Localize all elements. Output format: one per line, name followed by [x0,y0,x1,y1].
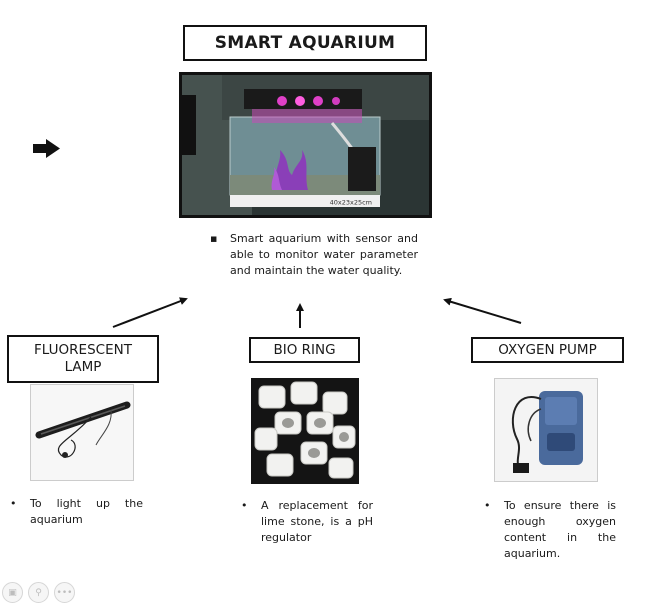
bio-ring-photo [251,378,359,484]
bullet-marker: ▪ [210,232,218,245]
more-icon[interactable]: ••• [54,582,75,603]
bullet-marker: • [10,497,17,510]
aquarium-illustration: 40x23x25cm [182,75,429,215]
aquarium-size-caption: 40x23x25cm [330,199,372,207]
arrow-pump-to-aquarium [443,297,522,324]
fluorescent-lamp-photo [30,384,134,481]
aquarium-photo: 40x23x25cm [179,72,432,218]
label-oxygen-pump: OXYGEN PUMP [471,337,624,363]
viewer-toolbar: ▣ ⚲ ••• [2,582,75,603]
pump-description: • To ensure there is enough oxygen conte… [484,498,616,562]
oxygen-pump-photo [494,378,598,482]
left-pointer-arrow-icon [33,139,60,158]
aquarium-description-text: Smart aquarium with sensor and able to m… [230,232,418,277]
aquarium-description: ▪ Smart aquarium with sensor and able to… [210,231,418,279]
zoom-icon[interactable]: ⚲ [28,582,49,603]
label-bio-ring: BIO RING [249,337,360,363]
pump-description-text: To ensure there is enough oxygen content… [504,499,616,560]
page-title: SMART AQUARIUM [183,25,427,61]
bullet-marker: • [484,499,491,512]
bullet-marker: • [241,499,248,512]
bio-ring-description-text: A replacement for lime stone, is a pH re… [261,499,373,544]
lamp-description: • To light up the aquarium [10,496,143,528]
label-fluorescent-lamp: FLUORESCENT LAMP [7,335,159,383]
lamp-description-text: To light up the aquarium [30,497,143,526]
image-icon[interactable]: ▣ [2,582,23,603]
arrow-lamp-to-aquarium [112,297,188,328]
bio-ring-description: • A replacement for lime stone, is a pH … [241,498,373,546]
